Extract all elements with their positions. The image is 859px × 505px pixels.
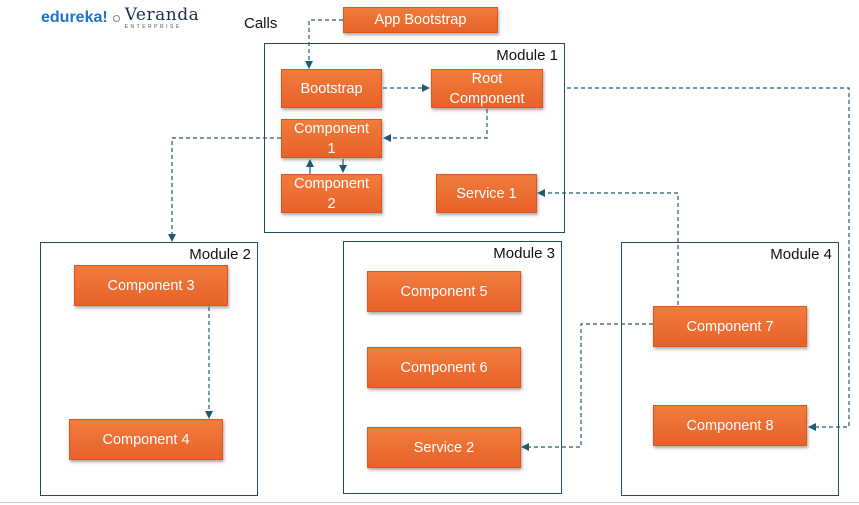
root-component-label-2: Component bbox=[449, 90, 525, 107]
logo-veranda-sub: ENTERPRISE bbox=[124, 23, 182, 30]
app-bootstrap-label: App Bootstrap bbox=[374, 12, 467, 28]
component-5-label: Component 5 bbox=[400, 283, 488, 300]
component-3-label: Component 3 bbox=[107, 277, 195, 294]
module-4: Module 4 bbox=[621, 242, 839, 496]
logo-veranda-name: Veranda bbox=[124, 4, 200, 25]
service-2-label: Service 2 bbox=[413, 439, 475, 456]
component-7-label: Component 7 bbox=[686, 318, 774, 335]
bottom-divider bbox=[0, 502, 859, 503]
component-7-node: Component 7 bbox=[653, 306, 807, 347]
root-component-node: Root Component bbox=[431, 69, 543, 108]
service-2-node: Service 2 bbox=[367, 427, 521, 468]
root-component-label-1: Root bbox=[471, 70, 503, 87]
component-1-node: Component 1 bbox=[281, 119, 382, 158]
module-3-label: Module 3 bbox=[493, 245, 555, 262]
arrow-component7-service1 bbox=[537, 189, 679, 305]
logo-edureka: edureka! bbox=[41, 9, 108, 26]
bootstrap-node: Bootstrap bbox=[281, 69, 382, 108]
module-3: Module 3 bbox=[343, 241, 562, 494]
calls-label: Calls bbox=[244, 15, 278, 32]
component-5-node: Component 5 bbox=[367, 271, 521, 312]
component-2-node: Component 2 bbox=[281, 174, 382, 213]
arrow-component1-module2 bbox=[168, 137, 281, 242]
component-2-label-1: Component bbox=[294, 175, 369, 192]
component-6-node: Component 6 bbox=[367, 347, 521, 388]
component-1-label-2: 1 bbox=[327, 140, 336, 157]
module-2: Module 2 bbox=[40, 242, 258, 496]
component-8-node: Component 8 bbox=[653, 405, 807, 446]
arrow-root-component1 bbox=[383, 109, 488, 142]
component-3-node: Component 3 bbox=[74, 265, 228, 306]
arrow-appbootstrap-bootstrap bbox=[305, 19, 343, 69]
component-6-label: Component 6 bbox=[400, 359, 488, 376]
logo-veranda: Veranda ENTERPRISE bbox=[124, 4, 200, 30]
component-4-label: Component 4 bbox=[102, 431, 190, 448]
bootstrap-label: Bootstrap bbox=[300, 80, 363, 97]
service-1-label: Service 1 bbox=[456, 185, 517, 202]
component-4-node: Component 4 bbox=[69, 419, 223, 460]
module-2-label: Module 2 bbox=[189, 246, 251, 263]
module-1-label: Module 1 bbox=[496, 47, 558, 64]
arrow-root-component8 bbox=[567, 87, 850, 431]
component-2-label-2: 2 bbox=[327, 195, 336, 212]
service-1-node: Service 1 bbox=[436, 174, 537, 213]
logo-separator bbox=[112, 14, 120, 22]
module-4-label: Module 4 bbox=[770, 246, 832, 263]
app-bootstrap-node: App Bootstrap bbox=[343, 7, 498, 33]
component-8-label: Component 8 bbox=[686, 417, 774, 434]
arrow-component7-service2 bbox=[521, 323, 653, 451]
logo: edureka! Veranda ENTERPRISE bbox=[41, 6, 199, 30]
component-1-label-1: Component bbox=[294, 120, 369, 137]
